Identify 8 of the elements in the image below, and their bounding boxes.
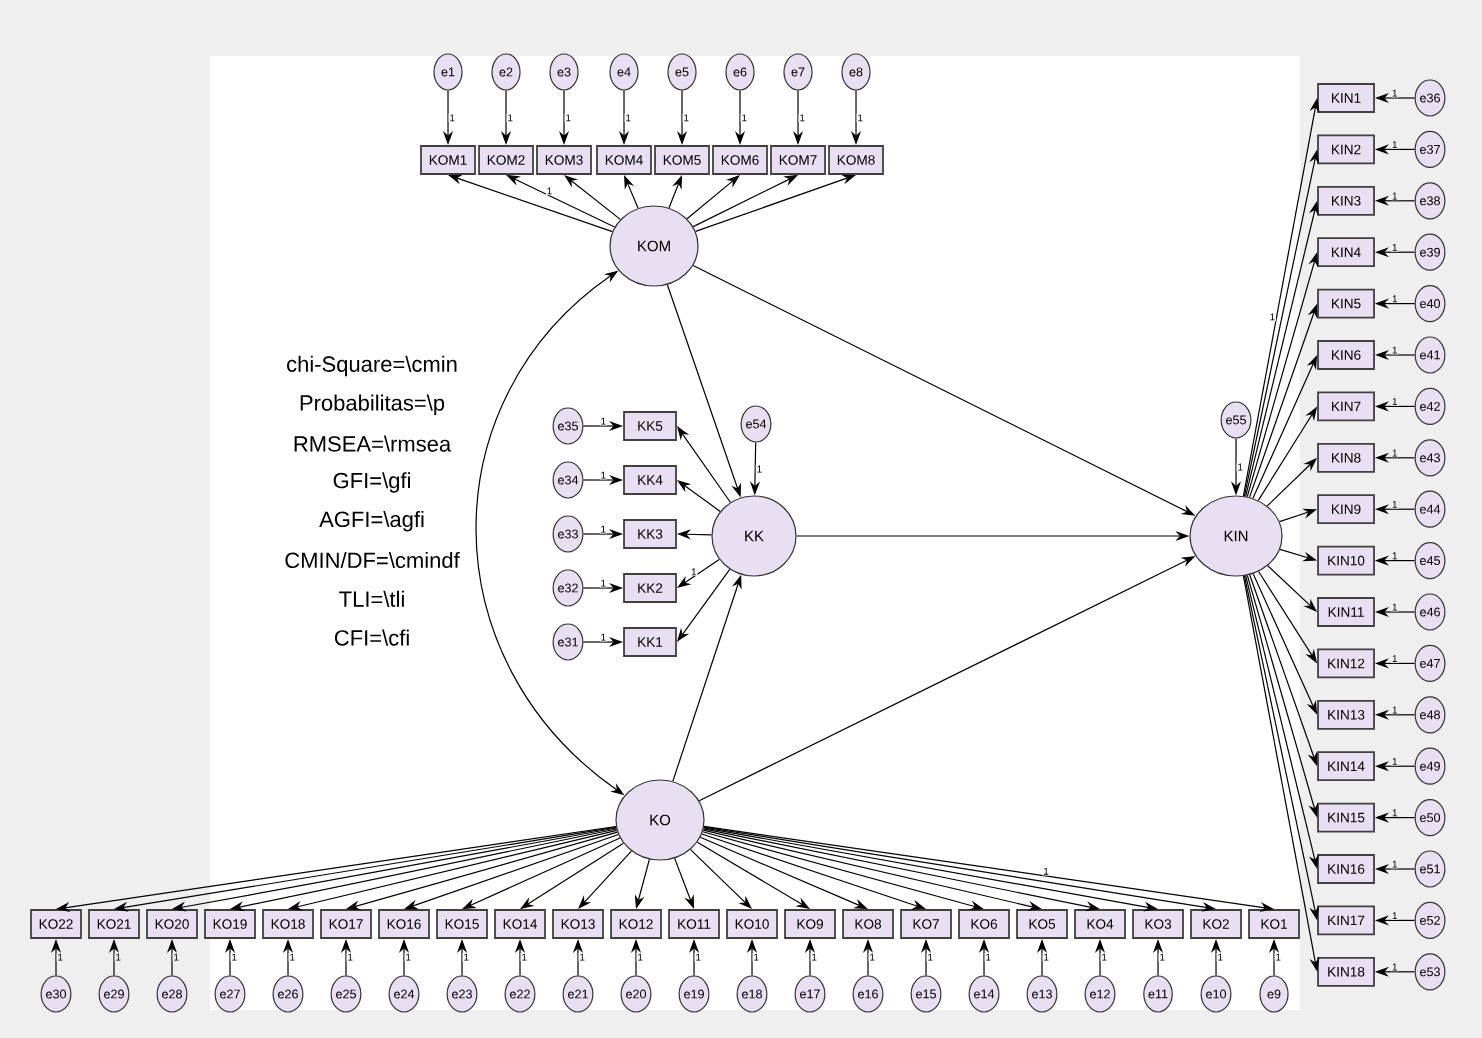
- fit-statistic-label: chi-Square=\cmin: [287, 355, 457, 377]
- fit-statistic-label: CMIN/DF=\cmindf: [285, 551, 460, 569]
- fit-statistic-label: CFI=\cfi: [334, 629, 409, 646]
- fit-statistic-label: AGFI=\agfi: [319, 510, 424, 532]
- fit-statistic-label: Probabilitas=\p: [300, 394, 445, 416]
- fit-statistic-label: RMSEA=\rmsea: [294, 435, 452, 452]
- fit-statistic-label: GFI=\gfi: [333, 472, 410, 493]
- fit-statistic-label: TLI=\tli: [339, 590, 404, 607]
